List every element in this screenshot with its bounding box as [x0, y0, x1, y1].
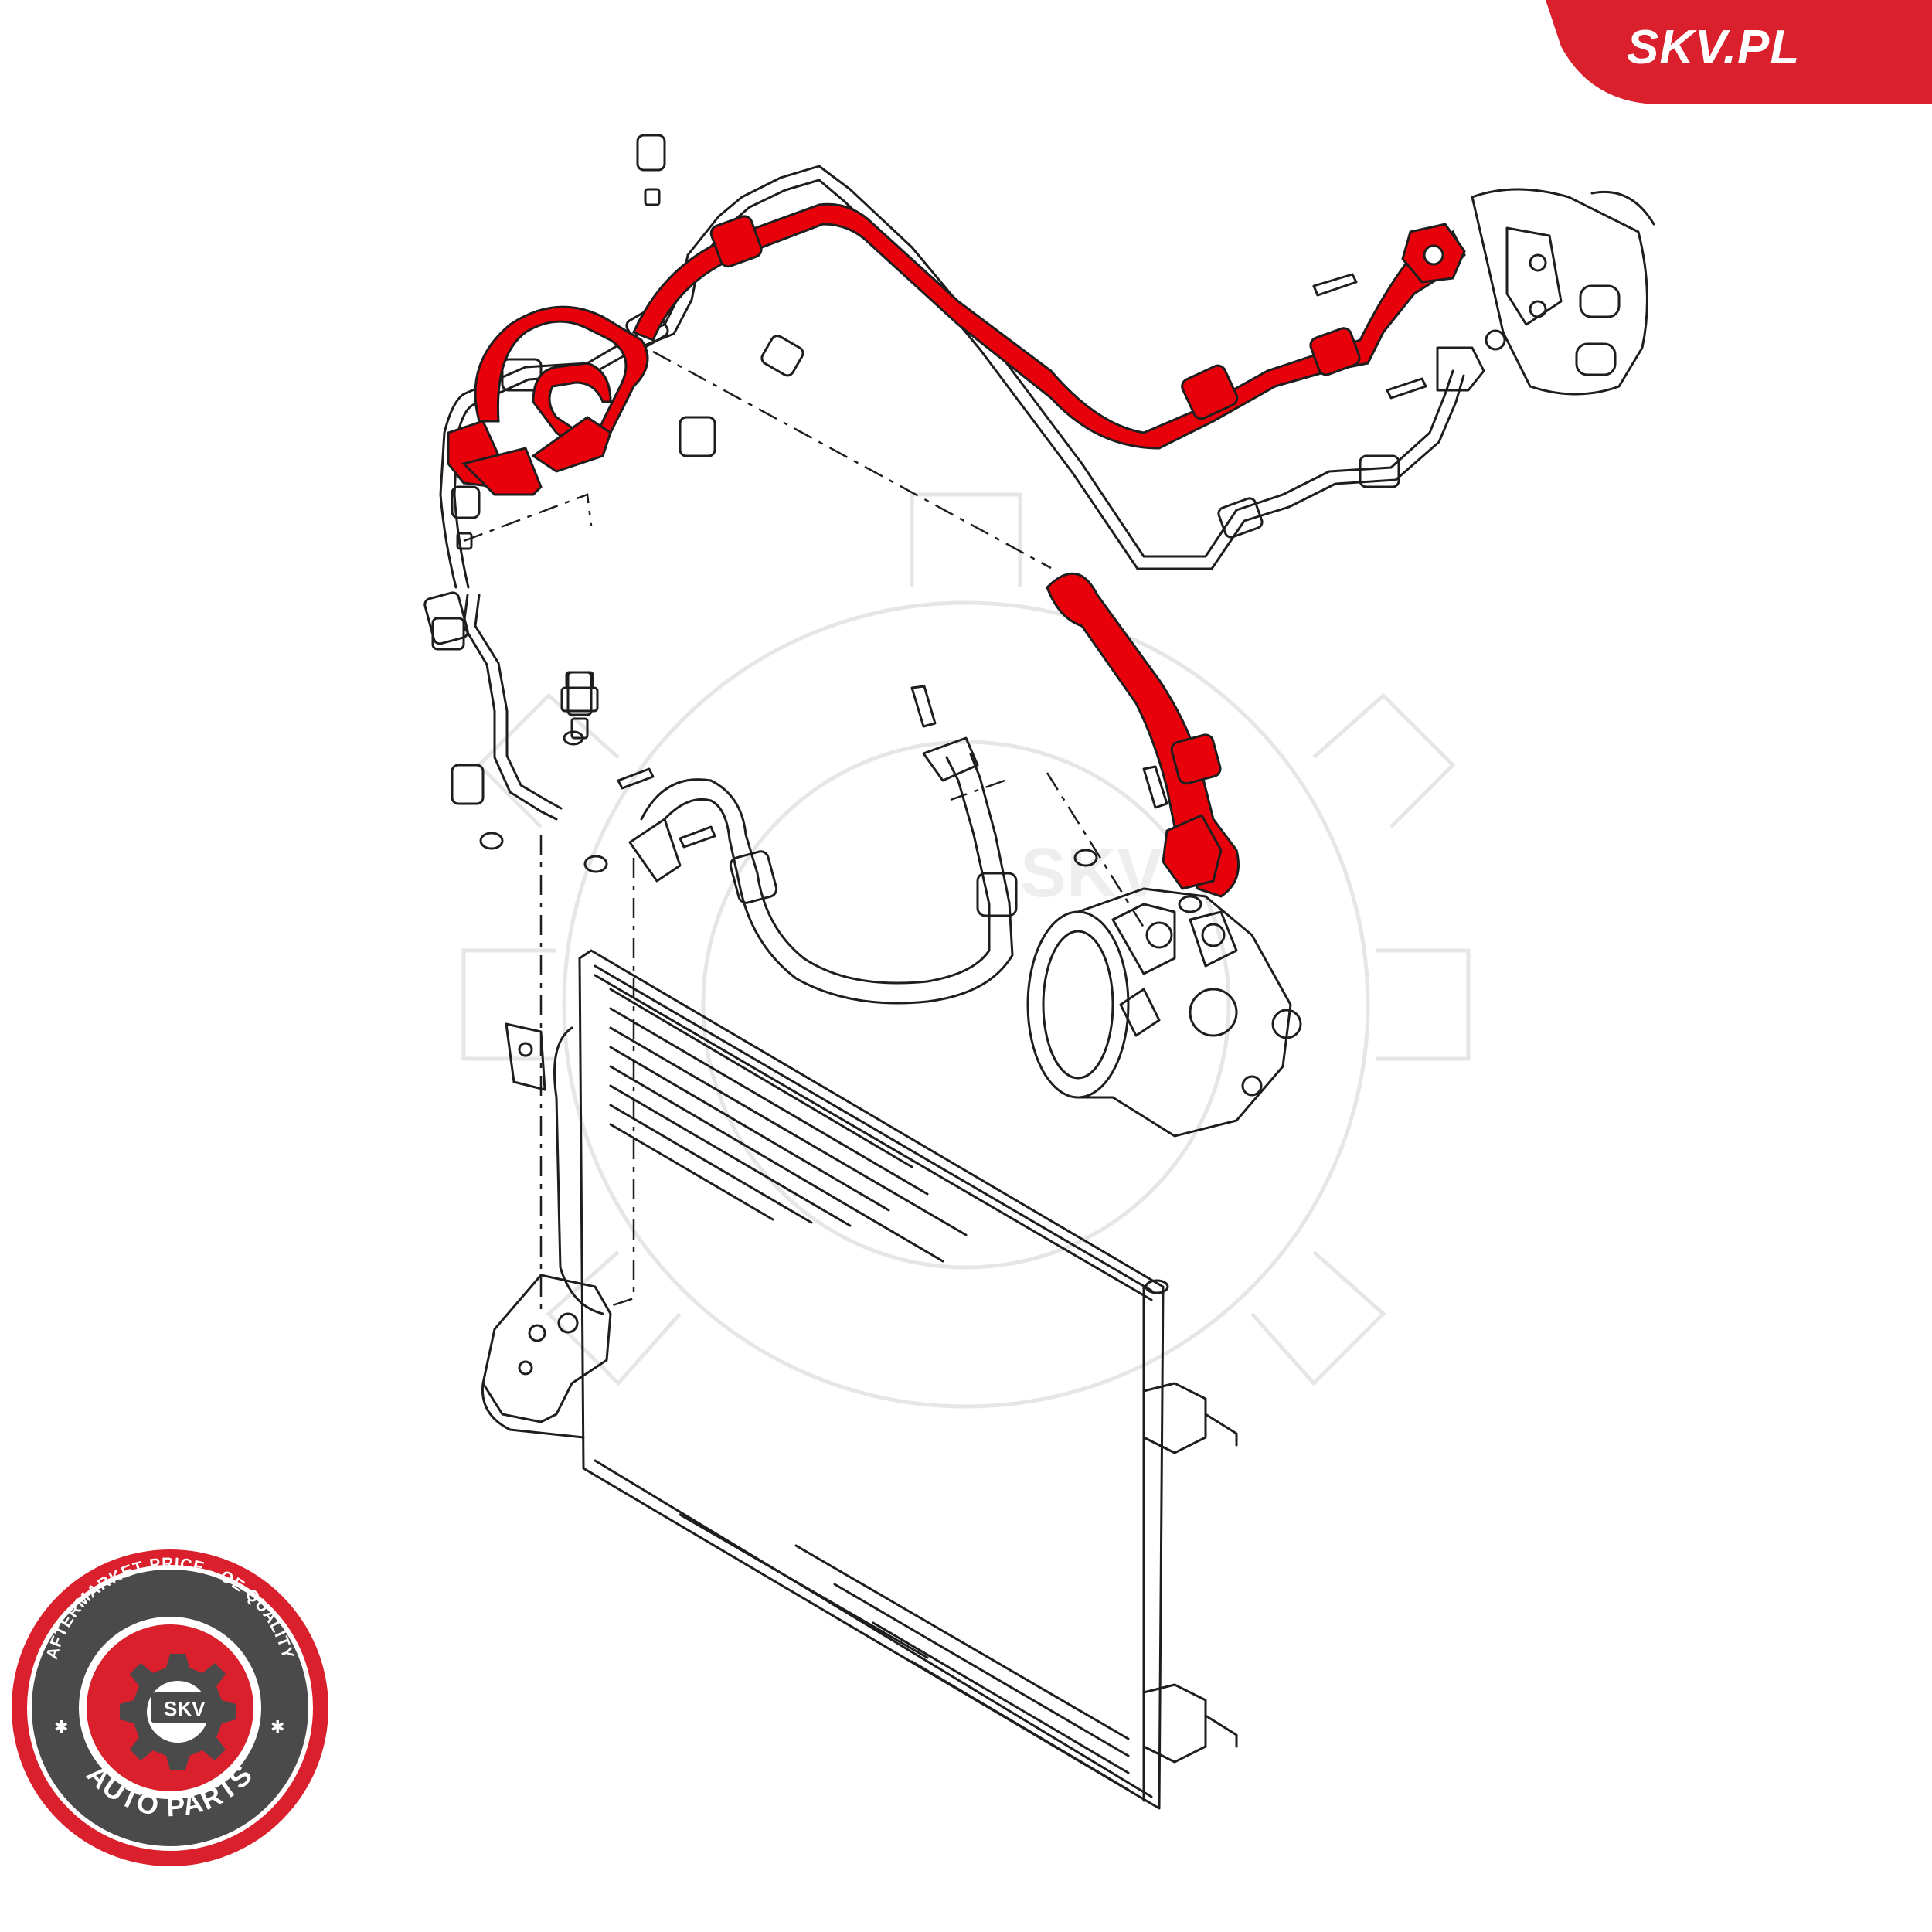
seal-star-left-icon: ✱ — [54, 1718, 68, 1737]
brand-tab-shape — [1546, 0, 1932, 104]
assembly-lines — [463, 350, 1145, 1314]
highlighted-hose-upper — [447, 202, 1466, 496]
compressor — [1026, 887, 1302, 1138]
watermark-text: SKV — [1020, 835, 1163, 912]
seal-center-text: SKV — [164, 1697, 206, 1720]
pressure-switch — [560, 671, 599, 713]
pressure-line-white — [431, 594, 563, 821]
condenser — [481, 949, 1238, 1810]
suction-line-white — [423, 165, 1506, 645]
hose-upper-body — [474, 305, 649, 450]
watermark-gear: SKV — [461, 492, 1471, 1409]
brand-seal: SKV AFTERMARKET PRICE - OE QUALITY AUTO … — [12, 1549, 328, 1866]
discharge-hose — [628, 736, 1018, 1005]
seal-star-right-icon: ✱ — [270, 1718, 284, 1737]
highlighted-hose-lower — [1046, 572, 1240, 898]
brand-tab: SKV.PL — [1546, 0, 1932, 104]
evaporator-connection — [1471, 188, 1655, 396]
brand-tab-text: SKV.PL — [1627, 21, 1800, 74]
condenser-fins — [609, 988, 1130, 1791]
fasteners — [451, 134, 1427, 913]
